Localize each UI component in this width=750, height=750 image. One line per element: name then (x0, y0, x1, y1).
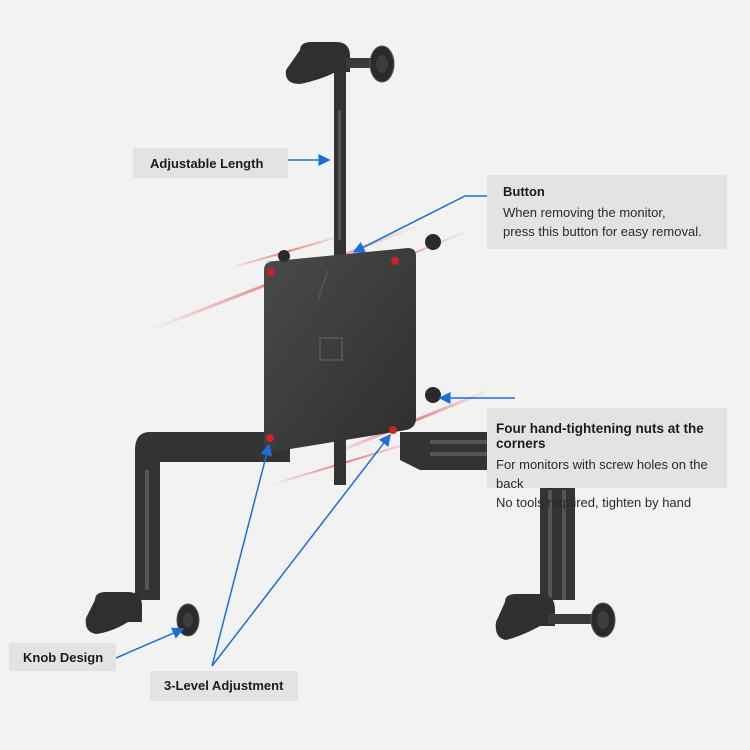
label-nuts-line-1: For monitors with screw holes on the bac… (496, 457, 708, 491)
label-nuts-title: Four hand-tightening nuts at the corners (496, 421, 704, 451)
label-adjustable-length-title: Adjustable Length (150, 156, 264, 171)
knob (85, 592, 616, 640)
label-button-line-1: When removing the monitor, (503, 205, 666, 220)
label-level: 3-Level Adjustment (150, 671, 298, 701)
label-adjustable-length: Adjustable Length (133, 148, 288, 178)
arrow-icon (115, 154, 515, 667)
hand-nut (278, 234, 441, 403)
label-button: Button When removing the monitor, press … (487, 175, 727, 249)
label-button-title: Button (503, 184, 545, 199)
mounting-plate (264, 248, 416, 452)
label-level-title: 3-Level Adjustment (164, 678, 284, 693)
label-nuts-line-2: No tools required, tighten by hand (496, 495, 692, 510)
label-nuts: Four hand-tightening nuts at the corners… (487, 408, 727, 510)
label-knob: Knob Design (9, 643, 116, 671)
label-button-line-2: press this button for easy removal. (503, 224, 702, 239)
label-knob-title: Knob Design (23, 650, 104, 665)
